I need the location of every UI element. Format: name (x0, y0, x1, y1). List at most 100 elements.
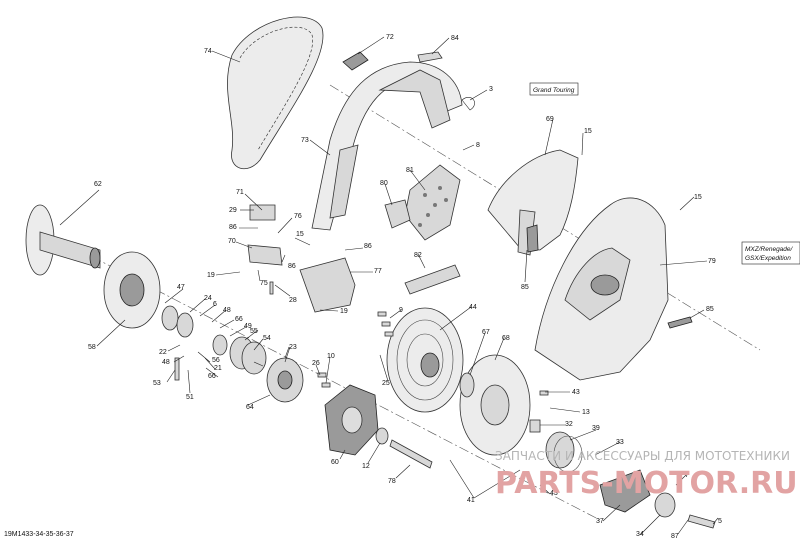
foam-strip-right (667, 316, 693, 329)
belt-guard (311, 61, 463, 231)
callout-15-b: 15 (296, 231, 304, 238)
callout-39: 39 (592, 425, 600, 432)
mxz-renegade-cover (534, 197, 669, 381)
callout-75: 75 (260, 280, 268, 287)
callout-87: 87 (671, 533, 679, 540)
callout-55: 55 (250, 328, 258, 335)
callout-41: 41 (467, 497, 475, 504)
callout-51: 51 (186, 394, 194, 401)
hairpin-cotter (461, 97, 475, 111)
callout-22: 22 (159, 349, 167, 356)
callout-numbers: 74 72 84 3 69 15 73 8 81 80 29 62 71 76 … (88, 34, 722, 540)
callout-49: 49 (244, 323, 252, 330)
lower-axis-line (59, 239, 601, 521)
callout-leaders (59, 36, 719, 535)
flat-washer (375, 427, 389, 445)
callout-74: 74 (204, 48, 212, 55)
callout-86-b: 86 (364, 243, 372, 250)
foam-strip-left (526, 224, 539, 253)
callout-24: 24 (204, 295, 212, 302)
callout-85-b: 85 (706, 306, 714, 313)
callout-28: 28 (289, 297, 297, 304)
movable-sheave (324, 384, 379, 456)
callout-23: 23 (289, 344, 297, 351)
driven-spring (545, 431, 583, 473)
callout-19-b: 19 (340, 308, 348, 315)
callout-54: 54 (263, 335, 271, 342)
callout-10: 10 (327, 353, 335, 360)
drive-pulley-fan (25, 204, 101, 276)
model-label-mxz-line2: GSX/Expedition (745, 255, 791, 262)
callout-86-c: 86 (288, 263, 296, 270)
callout-81: 81 (406, 167, 414, 174)
callout-66-b: 66 (208, 373, 216, 380)
model-box-mxz (741, 241, 800, 265)
callout-82: 82 (414, 252, 422, 259)
long-bolt (389, 439, 433, 469)
callout-58: 58 (88, 344, 96, 351)
callout-47: 47 (177, 284, 185, 291)
callout-12: 12 (362, 463, 370, 470)
snap-ring (459, 372, 475, 398)
callout-67: 67 (482, 329, 490, 336)
callout-15-a: 15 (584, 128, 592, 135)
callout-71: 71 (236, 189, 244, 196)
callout-43-a: 43 (572, 389, 580, 396)
air-duct-hose (404, 264, 461, 295)
callout-43-b: 43 (550, 490, 558, 497)
callout-48-a: 48 (223, 307, 231, 314)
callout-19-a: 19 (207, 272, 215, 279)
driven-pulley-sheave (386, 307, 464, 413)
callout-26: 26 (312, 360, 320, 367)
callout-37: 37 (596, 518, 604, 525)
callout-86-a: 86 (229, 224, 237, 231)
callout-85-a: 85 (521, 284, 529, 291)
small-bracket (384, 199, 411, 229)
grand-touring-cover (487, 149, 579, 251)
drawing-code: 19M1433-34-35-36-37 (4, 531, 74, 538)
callout-56: 56 (212, 357, 220, 364)
callout-62: 62 (94, 181, 102, 188)
callout-80: 80 (380, 180, 388, 187)
callout-25: 25 (382, 380, 390, 387)
callout-72: 72 (386, 34, 394, 41)
engine-bracket (299, 257, 356, 313)
watermark-tagline: ЗАПЧАСТИ И АКСЕССУАРЫ ДЛЯ МОТОТЕХНИКИ (495, 449, 790, 463)
callout-68: 68 (502, 335, 510, 342)
callout-13-a: 13 (582, 409, 590, 416)
callout-8: 8 (476, 142, 480, 149)
guard-support-bracket (404, 164, 461, 241)
cam-assembly (599, 469, 651, 513)
callout-21: 21 (214, 365, 222, 372)
callout-44: 44 (469, 304, 477, 311)
bushing (529, 419, 541, 433)
spider-assembly (266, 357, 304, 403)
callout-76: 76 (294, 213, 302, 220)
upper-small-bracket (249, 204, 276, 221)
callout-15-c: 15 (694, 194, 702, 201)
drive-fixed-sheave (103, 251, 161, 329)
callout-48-b: 48 (162, 359, 170, 366)
callout-29-a: 29 (229, 207, 237, 214)
callout-32: 32 (565, 421, 573, 428)
drive-belt (227, 16, 324, 170)
callout-6: 6 (213, 301, 217, 308)
retaining-clip (342, 51, 369, 71)
callout-9: 9 (399, 307, 403, 314)
callout-7: 7 (685, 472, 689, 479)
callout-3: 3 (489, 86, 493, 93)
callout-64: 64 (246, 404, 254, 411)
callout-79: 79 (708, 258, 716, 265)
callout-84: 84 (451, 35, 459, 42)
driven-second-sheave (459, 354, 531, 456)
lock-nut (654, 492, 676, 518)
lower-small-bracket (247, 244, 283, 266)
belt-guard-clip (417, 51, 443, 63)
callout-66-a: 66 (235, 316, 243, 323)
spring-washer-stack (161, 305, 267, 375)
callout-77: 77 (374, 268, 382, 275)
callout-33: 33 (616, 439, 624, 446)
callout-34: 34 (636, 531, 644, 538)
